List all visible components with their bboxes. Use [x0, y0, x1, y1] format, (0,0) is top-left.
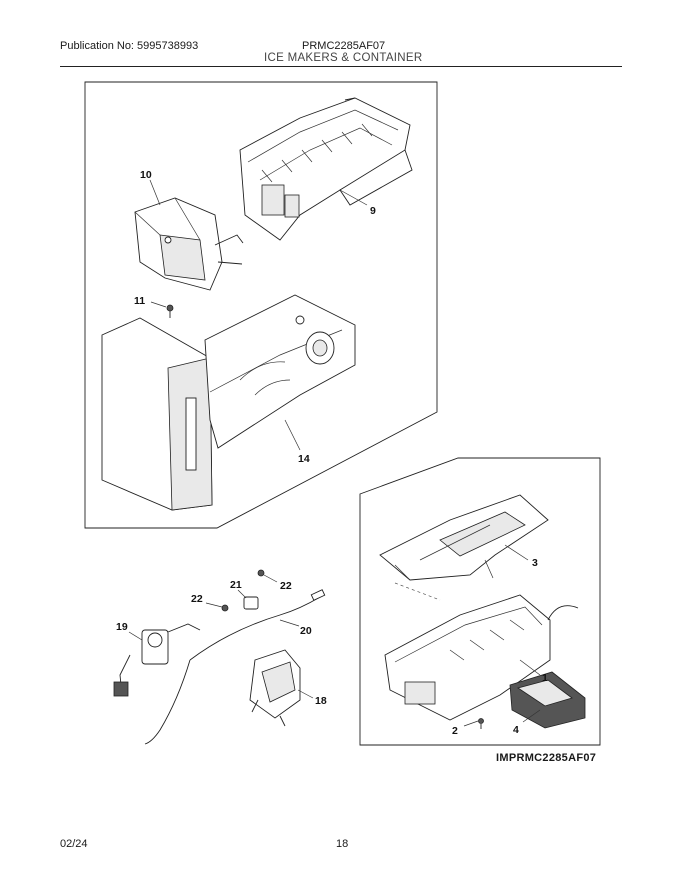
- page-number: 18: [336, 838, 349, 850]
- diagram-id: IMPRMC2285AF07: [496, 752, 597, 764]
- part-3-cover: [379, 494, 549, 581]
- part-10-bracket: [134, 197, 244, 291]
- callout-22-right: 22: [280, 580, 292, 592]
- part-21-clamp: [243, 596, 259, 610]
- part-9-ice-maker: [239, 97, 413, 241]
- callout-21: 21: [230, 579, 242, 591]
- divider-dash: [394, 582, 441, 601]
- callout-11: 11: [134, 295, 145, 307]
- header-rule: [60, 66, 622, 67]
- callout-1: 1: [542, 672, 548, 684]
- part-11-screw: [166, 304, 174, 318]
- callout-19: 19: [116, 621, 128, 633]
- callout-14: 14: [298, 453, 310, 465]
- callout-4: 4: [513, 724, 519, 736]
- publication-number: Publication No: 5995738993: [60, 40, 199, 52]
- upper-frame: [84, 81, 438, 529]
- part-18-bracket: [249, 649, 301, 727]
- lower-frame: [359, 457, 601, 746]
- callout-18: 18: [315, 695, 327, 707]
- part-20-tube: [144, 589, 326, 745]
- part-1-ice-maker-assembly: [384, 594, 579, 721]
- part-4-cover-piece: [509, 671, 586, 729]
- footer-date: 02/24: [60, 838, 88, 850]
- part-19-valve: [113, 623, 201, 697]
- callout-22-left: 22: [191, 593, 203, 605]
- callout-10: 10: [140, 169, 152, 181]
- callout-2: 2: [452, 725, 458, 737]
- section-title: ICE MAKERS & CONTAINER: [264, 52, 423, 64]
- callout-3: 3: [532, 557, 538, 569]
- callout-9: 9: [370, 205, 376, 217]
- model-number: PRMC2285AF07: [302, 40, 386, 52]
- part-22-screws: [221, 569, 265, 612]
- part-2-screw: [478, 718, 484, 729]
- callout-20: 20: [300, 625, 312, 637]
- part-14-ice-container: [101, 294, 356, 511]
- leader-lines: [128, 179, 541, 727]
